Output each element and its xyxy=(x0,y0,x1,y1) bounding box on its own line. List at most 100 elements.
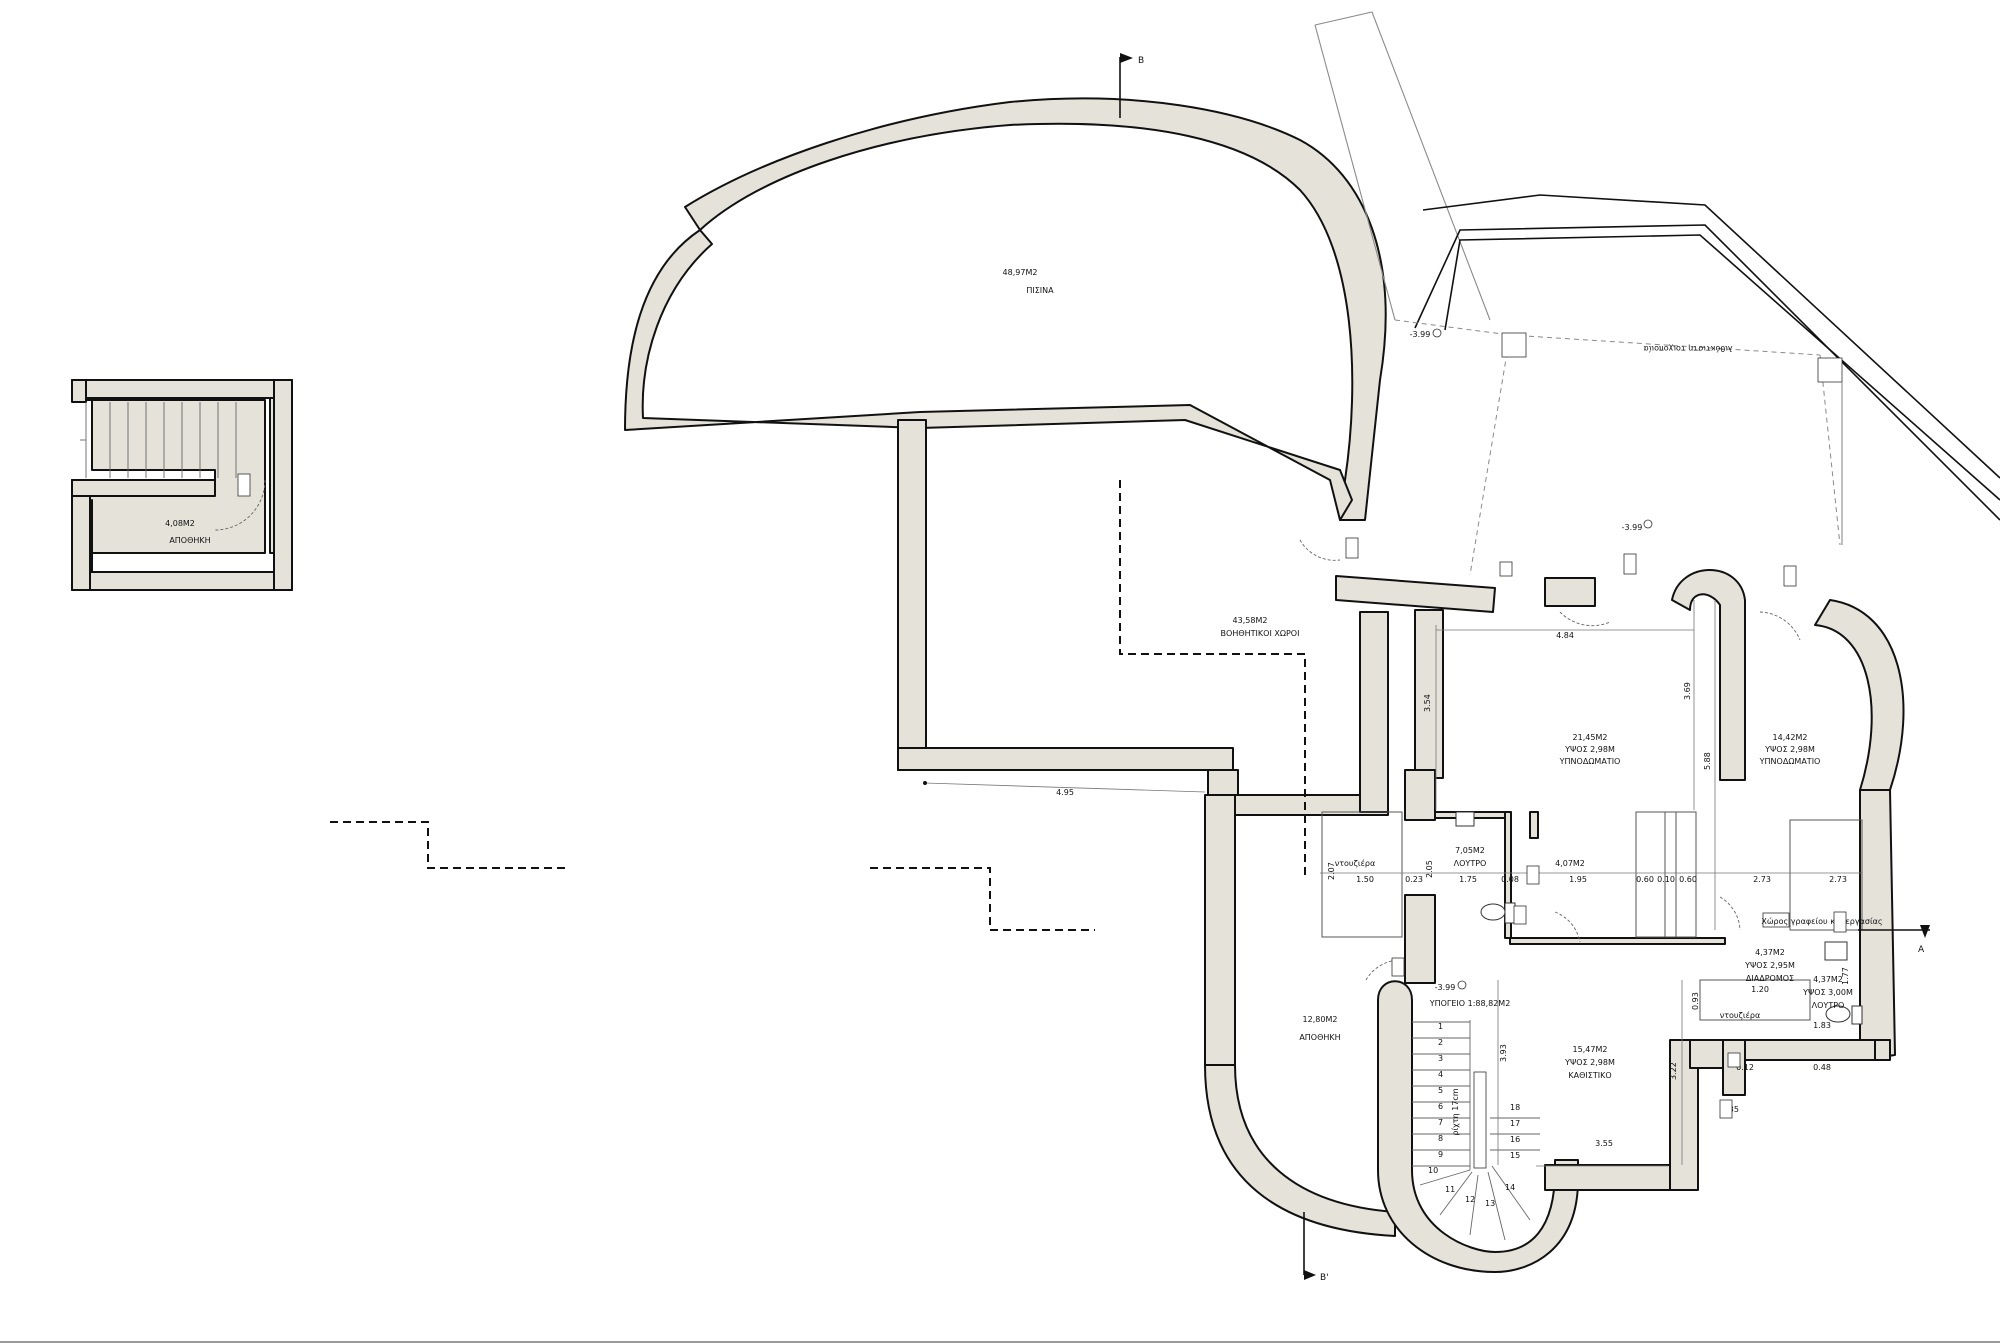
toilet-tank-bath-center xyxy=(1504,902,1516,924)
bath-right-partition xyxy=(1504,811,1512,939)
bath-right-height: ΥΨΟΣ 3,00Μ xyxy=(1802,988,1853,997)
door-tag-7 xyxy=(1391,957,1405,977)
svg-text:2: 2 xyxy=(1438,1038,1443,1047)
dim-d20: 3.22 xyxy=(1669,1062,1678,1080)
door-swing-1 xyxy=(1559,611,1611,627)
svg-text:9: 9 xyxy=(1438,1150,1443,1159)
svg-text:12: 12 xyxy=(1465,1195,1475,1204)
pool-inner-wall xyxy=(624,229,1353,521)
workspace-label: Χώρος γραφείου και εργασίας xyxy=(1761,916,1882,926)
dim-d16: 2.73 xyxy=(1753,875,1771,884)
workspace-chair xyxy=(1762,912,1790,928)
auxiliary-area: 43,58Μ2 xyxy=(1233,616,1268,625)
pergola-right-edge xyxy=(1819,354,1841,546)
inner-wall-left xyxy=(1414,609,1444,779)
aux-dim-dot xyxy=(923,781,927,785)
dim-d7: 2.07 xyxy=(1327,862,1336,880)
living-name: ΚΑΘΙΣΤΙΚΟ xyxy=(1568,1071,1611,1080)
door-tag-left xyxy=(237,473,251,497)
aux-wall-left xyxy=(897,419,927,771)
bottom-storage-curve-wall xyxy=(1204,1064,1396,1237)
corridor-name-height: ΥΨΟΣ 2,95Μ xyxy=(1744,961,1795,970)
bottom-storage-area: 12,80Μ2 xyxy=(1303,1015,1338,1024)
svg-text:11: 11 xyxy=(1445,1185,1455,1194)
svg-text:17: 17 xyxy=(1510,1119,1520,1128)
dim-d19: 3.55 xyxy=(1595,1139,1613,1148)
bath-right-area: 4,37Μ2 xyxy=(1813,975,1843,984)
terrain-strip-right xyxy=(1314,11,1491,321)
section-mark-a: Α xyxy=(1918,945,1925,955)
dim-d11: 0.08 xyxy=(1501,875,1519,884)
dim-d8: 1.50 xyxy=(1356,875,1374,884)
door-tag-9 xyxy=(1727,1052,1741,1068)
level-stair: -3.99 xyxy=(1435,983,1456,992)
closet-area: 4,07Μ2 xyxy=(1555,859,1585,868)
door-tag-5 xyxy=(1526,865,1540,885)
top-wall-left xyxy=(1335,575,1496,613)
dim-d18: 3.93 xyxy=(1499,1044,1508,1062)
svg-text:14: 14 xyxy=(1505,1183,1515,1192)
door-tag-4 xyxy=(1783,565,1797,587)
door-tag-10 xyxy=(1719,1099,1733,1119)
stair-treads xyxy=(1412,1020,1540,1241)
living-height: ΥΨΟΣ 2,98Μ xyxy=(1564,1058,1615,1067)
dashed-step-right xyxy=(870,867,1095,931)
dim-d12: 1.95 xyxy=(1569,875,1587,884)
svg-text:8: 8 xyxy=(1438,1134,1443,1143)
toilet-bath-right xyxy=(1825,1005,1851,1023)
level-marker-stair xyxy=(1457,980,1467,990)
top-wall-block xyxy=(1544,577,1596,607)
door-tag-2 xyxy=(1499,561,1513,577)
corridor-name: ΔΙΑΔΡΟΜΟΣ xyxy=(1746,974,1794,983)
dim-d24: 1.77 xyxy=(1841,967,1850,985)
dim-d3: 3.54 xyxy=(1423,694,1432,712)
left-storage-area: 4,08Μ2 xyxy=(165,519,195,528)
bedroom-right-height: ΥΨΟΣ 2,98Μ xyxy=(1764,745,1815,754)
dim-d23: 1.83 xyxy=(1813,1021,1831,1030)
dim-d4: 3.69 xyxy=(1683,682,1692,700)
bottom-storage: ΑΠΟΘΗΚΗ 12,80Μ2 Β' xyxy=(1204,794,1396,1283)
shower-right-label: ντουζιέρα xyxy=(1720,1010,1761,1020)
door-tag-6 xyxy=(1513,905,1527,925)
round-stair: 1 2 3 4 5 6 7 8 9 10 11 12 13 14 15 16 1… xyxy=(1377,980,1579,1273)
toilet-tank-bath-right xyxy=(1851,1005,1863,1025)
pool-walls: Β 48,97Μ2 ΠΙΣΙΝΑ xyxy=(624,53,1387,521)
sink-bath-right xyxy=(1824,941,1848,961)
bath-partition-a xyxy=(1529,811,1539,839)
dim-d9: 0.23 xyxy=(1405,875,1423,884)
dim-d6: 2.05 xyxy=(1425,860,1434,878)
inner-wall-left-lower xyxy=(1404,769,1436,821)
shower-left-label: ντουζιέρα xyxy=(1335,858,1376,868)
auxiliary-name: ΒΟΗΘΗΤΙΚΟΙ ΧΩΡΟΙ xyxy=(1221,629,1300,638)
terrain-lines: λιθόκτιστη τοιχοποιία -3.99 -3.99 xyxy=(1314,11,2000,576)
dim-d21: 1.20 xyxy=(1751,985,1769,994)
aux-wall-bottom xyxy=(897,747,1234,771)
sink-bath-center xyxy=(1455,811,1475,827)
level-terrace: -3.99 xyxy=(1622,523,1643,532)
section-arrow-b-bottom xyxy=(1304,1270,1316,1280)
basement-total: ΥΠΟΓΕΙΟ 1:88,82Μ2 xyxy=(1429,999,1511,1008)
pool-area: 48,97Μ2 xyxy=(1003,268,1038,277)
door-swing-2 xyxy=(1759,611,1801,641)
bath-center-name: ΛΟΥΤΡΟ xyxy=(1454,859,1487,868)
aux-dim-line xyxy=(924,782,1206,793)
section-mark-b-top: Β xyxy=(1138,56,1144,66)
bedroom-center-height: ΥΨΟΣ 2,98Μ xyxy=(1564,745,1615,754)
bath-bottom-partition xyxy=(1509,937,1726,945)
aux-wall-right-lower xyxy=(1359,611,1389,813)
bedroom-right-area: 14,42Μ2 xyxy=(1773,733,1808,742)
dim-d26: 0.48 xyxy=(1813,1063,1831,1072)
svg-text:5: 5 xyxy=(1438,1086,1443,1095)
terrain-wall-label: λιθόκτιστη τοιχοποιία xyxy=(1643,344,1732,354)
stair-numbers: 1 2 3 4 5 6 7 8 9 10 11 12 13 14 15 16 1… xyxy=(1428,1022,1520,1208)
door-swing-6 xyxy=(1299,539,1341,561)
dim-d2: 4.84 xyxy=(1556,631,1574,640)
pool-name: ΠΙΣΙΝΑ xyxy=(1026,286,1054,295)
bedroom-right-name: ΥΠΝΟΔΩΜΑΤΙΟ xyxy=(1759,757,1821,766)
level-marker-top xyxy=(1432,328,1442,338)
stair-newel xyxy=(1473,1071,1487,1169)
door-tag-1 xyxy=(1345,537,1359,559)
left-storage-top-wall xyxy=(71,379,293,399)
left-stair xyxy=(80,402,237,478)
bedroom-center-area: 21,45Μ2 xyxy=(1573,733,1608,742)
